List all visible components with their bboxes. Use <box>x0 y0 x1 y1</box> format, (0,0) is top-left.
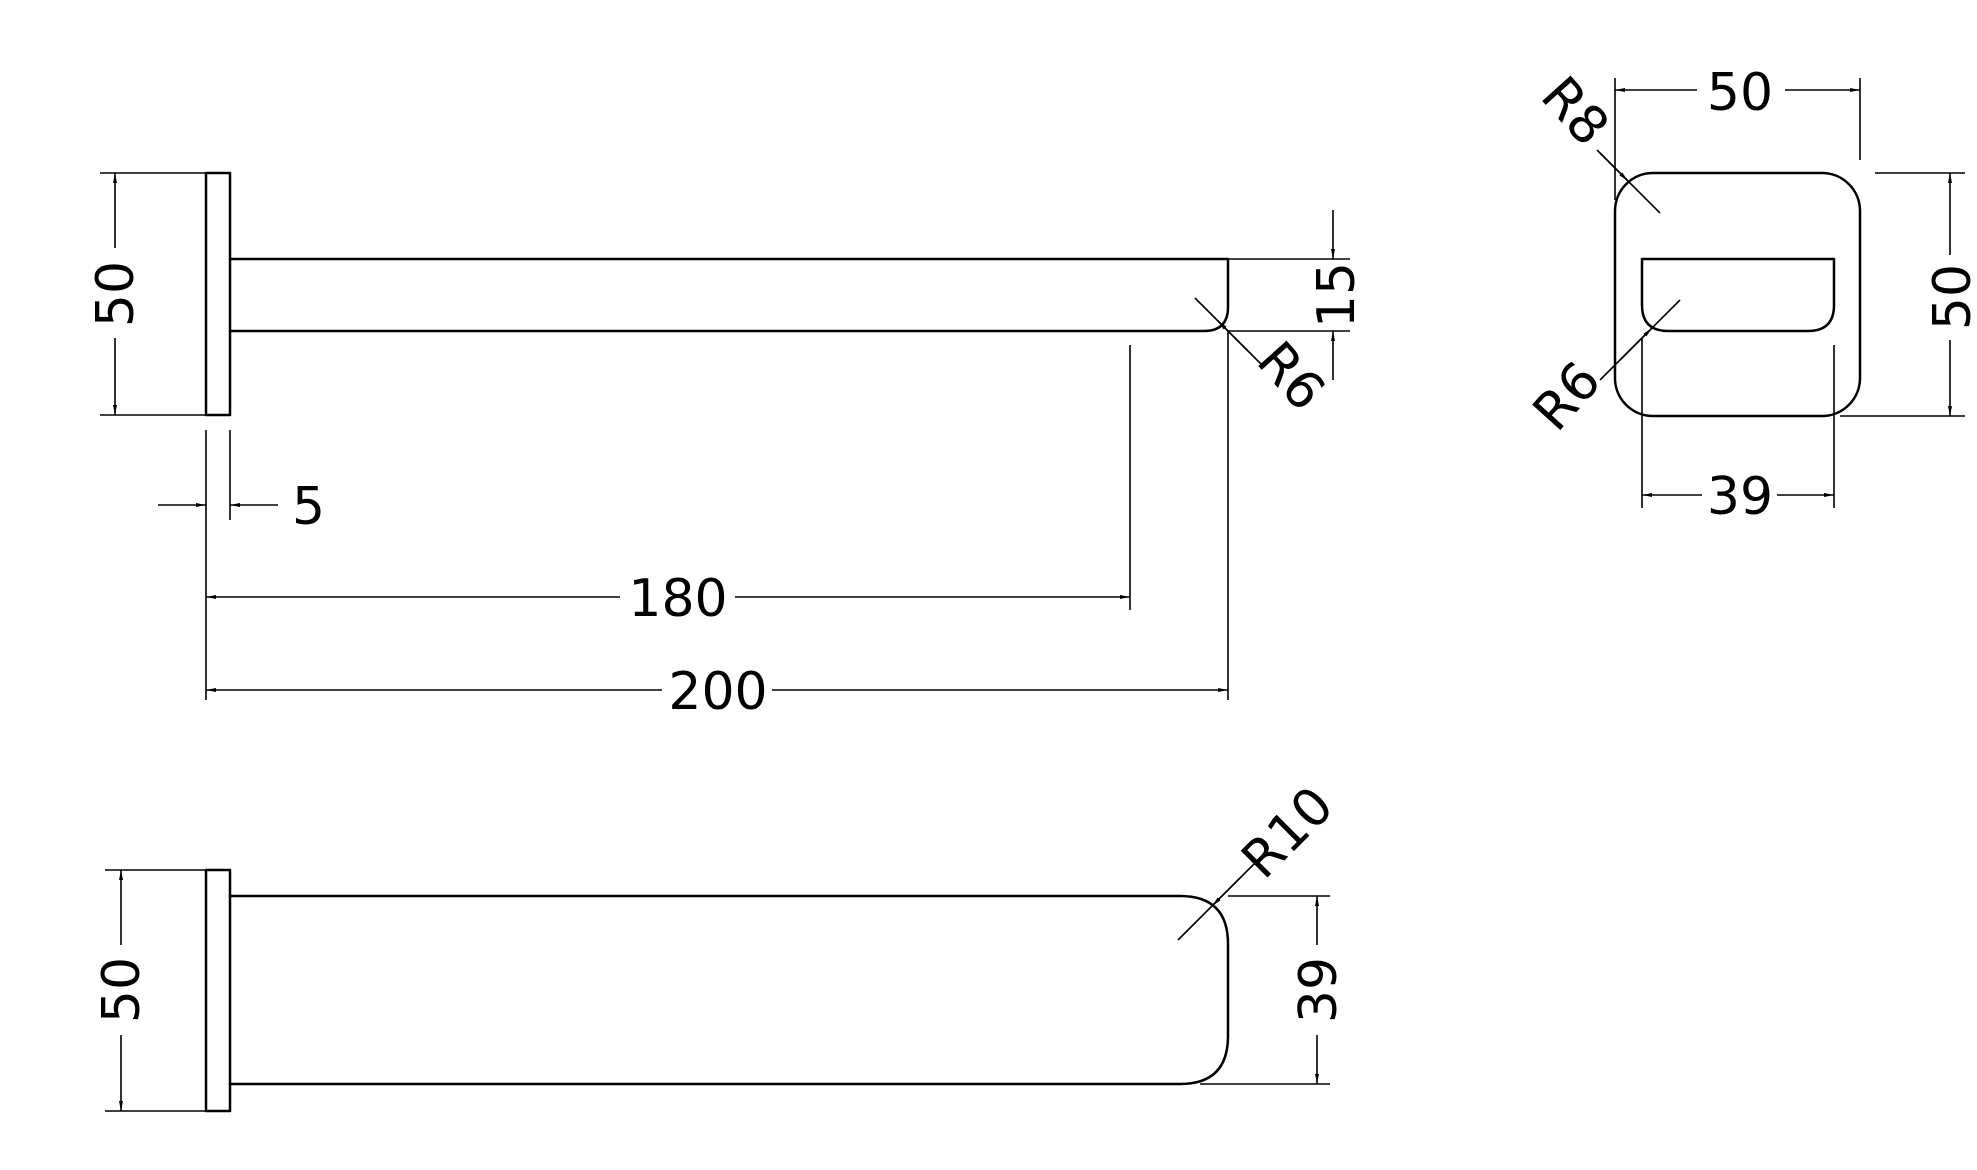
top-arm <box>228 894 1230 1086</box>
side-bar <box>228 257 1230 333</box>
top-height-label: 50 <box>92 957 152 1023</box>
end-view: 50 50 39 R8 R6 <box>1522 63 1977 527</box>
end-r6-arrow <box>1619 327 1653 361</box>
side-r6-label: R6 <box>1245 331 1336 423</box>
side-plate-label: 5 <box>292 477 325 537</box>
end-width-label: 50 <box>1707 63 1773 123</box>
end-inner-slot <box>1640 257 1836 333</box>
side-15-label: 15 <box>1307 262 1367 328</box>
top-view: 50 39 R10 <box>92 776 1349 1113</box>
top-plate <box>204 868 232 1113</box>
top-r10-label: R10 <box>1231 776 1346 891</box>
side-height-label: 50 <box>86 261 146 327</box>
end-r6-label: R6 <box>1522 351 1613 443</box>
end-r8-arrow <box>1599 152 1629 182</box>
side-200-label: 200 <box>668 662 767 722</box>
end-39-label: 39 <box>1707 467 1773 527</box>
side-view: 50 5 180 200 15 R6 <box>86 171 1367 722</box>
side-plate <box>204 171 232 417</box>
end-r8-label: R8 <box>1529 66 1620 158</box>
top-39-label: 39 <box>1289 957 1349 1023</box>
side-180-label: 180 <box>628 569 727 629</box>
top-r10-arrow <box>1211 877 1241 907</box>
end-height-label: 50 <box>1923 264 1977 330</box>
side-r6-arrow <box>1217 320 1251 354</box>
end-outer-profile <box>1613 171 1862 418</box>
